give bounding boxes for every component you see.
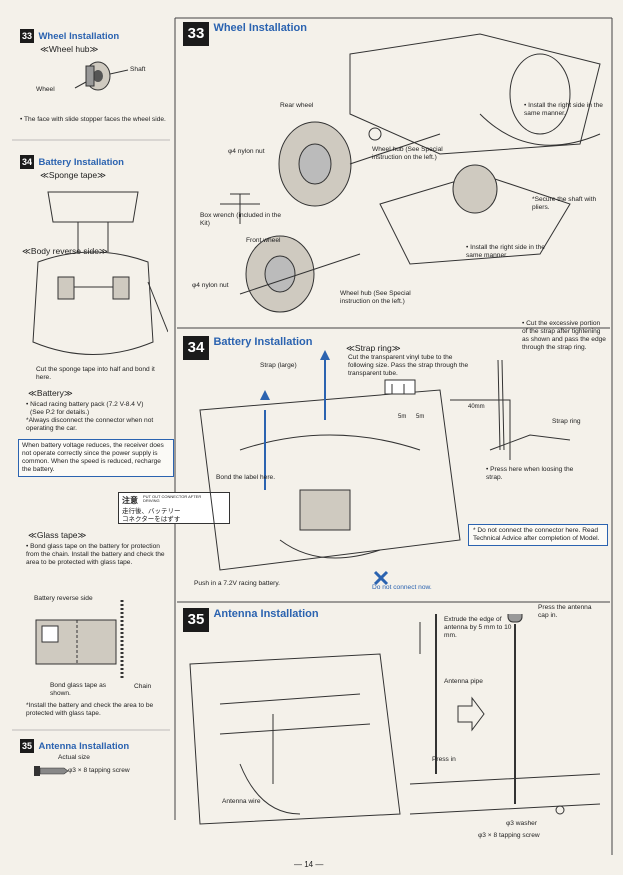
bond-label-note: Bond the label here. [216, 474, 276, 481]
press-cap-note: Press the antenna cap in. [538, 604, 592, 619]
strap-ring-subtitle: ≪Strap ring≫ [346, 343, 401, 353]
step-number: 33 [20, 29, 34, 43]
do-not-connect-label: Do not connect now. [372, 584, 432, 591]
press-in-label: Press in [432, 756, 456, 763]
section-title: Antenna Installation [38, 741, 130, 752]
dim-2: 5m [416, 414, 425, 420]
battery-note-3: *Always disconnect the connector when no… [26, 417, 154, 432]
step-number: 35 [20, 739, 34, 753]
front-wheel-label: Front wheel [246, 237, 281, 244]
step-number: 34 [183, 336, 209, 360]
battery-installation-illustration [199, 350, 571, 586]
s33-heading: 33 Wheel Installation [183, 22, 307, 46]
jp-line-2: コネクターをはずす [122, 516, 181, 523]
box-wrench-label: Box wrench (included in the Kit) [200, 212, 282, 227]
section-title: Wheel Installation [213, 22, 307, 34]
label-glass-tape: Bond glass tape as shown. [50, 682, 107, 697]
wheel-note: • The face with slide stopper faces the … [20, 116, 166, 123]
connector-note-box: * Do not connect the connector here. Rea… [468, 524, 608, 546]
label-shaft: Shaft [130, 66, 146, 73]
jp-small: PUT OUT CONNECTOR AFTER DRIVING [143, 494, 202, 503]
section-title: Wheel Installation [38, 31, 120, 42]
body-reverse-illustration [32, 191, 168, 355]
wheel-hub-label-1: Wheel hub (See Special instruction on th… [372, 146, 443, 161]
section-title: Antenna Installation [213, 608, 319, 620]
screw-label: φ3 × 8 tapping screw [68, 767, 130, 774]
nylon-nut-label-2: φ4 nylon nut [192, 282, 229, 289]
left-battery-heading: 34 Battery Installation [20, 152, 124, 170]
connector-warning-label: 注意 PUT OUT CONNECTOR AFTER DRIVING 走行後、バ… [118, 492, 230, 524]
section-title: Battery Installation [38, 157, 124, 168]
rear-wheel-label: Rear wheel [280, 102, 314, 109]
s34-heading: 34 Battery Installation [183, 336, 312, 360]
secure-shaft-note: *Secure the shaft with pliers. [532, 196, 597, 211]
section-title: Battery Installation [213, 336, 313, 348]
glass-tape-note: • Bond glass tape on the battery for pro… [26, 543, 165, 566]
antenna-pipe-label: Antenna pipe [444, 678, 483, 685]
wheel-installation-illustration [220, 33, 601, 313]
cut-strap-note: • Cut the excessive portion of the strap… [522, 320, 606, 351]
washer-label: φ3 washer [506, 820, 538, 827]
jp-title: 注意 [122, 496, 138, 505]
page-number: — 14 — [294, 860, 324, 869]
label-chain: Chain [134, 683, 152, 690]
nylon-nut-label-1: φ4 nylon nut [228, 148, 265, 155]
install-right-note-2: • Install the right side in the same man… [466, 244, 545, 259]
glass-tape-subtitle: ≪Glass tape≫ [28, 530, 87, 540]
wheel-hub-label-2: Wheel hub (See Special instruction on th… [340, 290, 411, 305]
actual-size-label: Actual size [58, 754, 90, 761]
step-number: 33 [183, 22, 209, 46]
strap-ring-note: Cut the transparent vinyl tube to the fo… [348, 354, 469, 377]
antenna-installation-illustration [189, 614, 601, 825]
tapping-screw-label: φ3 × 8 tapping screw [478, 832, 540, 839]
step-number: 34 [20, 155, 34, 169]
step-number: 35 [183, 608, 209, 632]
install-note: *Install the battery and check the area … [26, 702, 154, 717]
battery-note-2: (See P.2 for details.) [30, 409, 90, 416]
dim-1: 5m [398, 414, 407, 420]
wheel-hub-illustration [74, 61, 129, 91]
push-battery-note: Push in a 7.2V racing battery. [194, 580, 281, 587]
extrude-note: Extrude the edge of antenna by 5 mm to 1… [444, 616, 512, 639]
voltage-warning-box: When battery voltage reduces, the receiv… [18, 439, 174, 477]
press-here-note: • Press here when loosing the strap. [486, 466, 574, 481]
battery-subtitle: ≪Battery≫ [28, 388, 73, 398]
screw-icon [34, 766, 69, 776]
battery-glass-tape-illustration [35, 600, 124, 680]
label-wheel: Wheel [36, 86, 55, 93]
jp-line-1: 走行後、バッテリー [122, 508, 181, 515]
install-right-note-1: • Install the right side in the same man… [524, 102, 603, 117]
body-reverse-subtitle: ≪Body reverse side≫ [22, 246, 108, 256]
wheel-hub-subtitle: ≪Wheel hub≫ [40, 44, 99, 54]
battery-note-1: • Nicad racing battery pack (7.2 V-8.4 V… [26, 401, 144, 408]
dim-40: 40mm [468, 404, 485, 410]
antenna-wire-label: Antenna wire [222, 798, 261, 805]
label-battery-reverse: Battery reverse side [34, 595, 93, 602]
strap-ring-label: Strap ring [552, 418, 581, 425]
sponge-tape-subtitle: ≪Sponge tape≫ [40, 170, 107, 180]
strap-label: Strap (large) [260, 362, 297, 369]
sponge-note: Cut the sponge tape into half and bond i… [36, 366, 155, 381]
s35-heading: 35 Antenna Installation [183, 608, 319, 632]
left-wheel-heading: 33 Wheel Installation [20, 26, 119, 44]
left-antenna-heading: 35 Antenna Installation [20, 736, 129, 754]
